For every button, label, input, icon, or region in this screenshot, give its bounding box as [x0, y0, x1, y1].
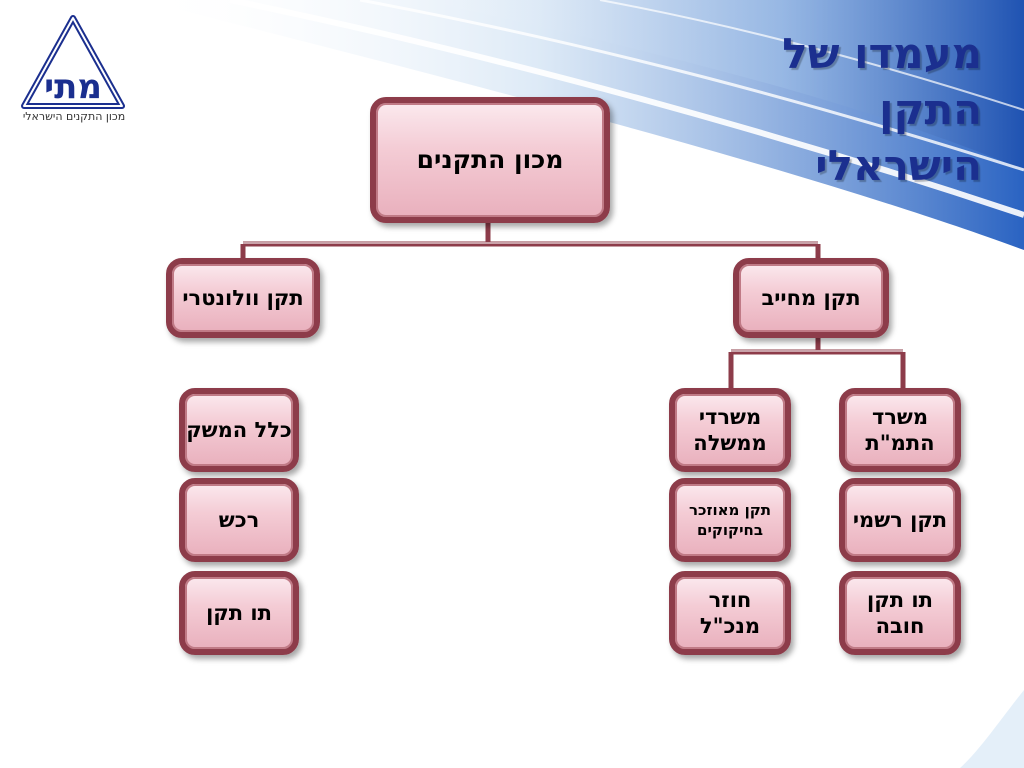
- logo: מתי: [21, 15, 125, 109]
- node-official-standard: תקן רשמי: [839, 478, 961, 562]
- title-line-2: התקן: [879, 85, 982, 134]
- node-dg-circular-label: חוזר מנכ"ל: [699, 588, 761, 638]
- node-mandatory-mark-label: תו תקן חובה: [867, 588, 933, 638]
- node-dg-circular: חוזר מנכ"ל: [669, 571, 791, 655]
- node-root-label: מכון התקנים: [416, 145, 564, 174]
- logo-caption: מכון התקנים הישראלי: [22, 110, 126, 123]
- node-standard-mark-label: תו תקן: [206, 601, 272, 625]
- node-general-economy-label: כלל המשק: [186, 418, 292, 442]
- node-root: מכון התקנים: [370, 97, 610, 223]
- logo-mark-text: מתי: [44, 67, 102, 107]
- node-procurement-label: רכש: [218, 508, 260, 532]
- node-tamat-label: משרד התמ"ת: [865, 405, 935, 455]
- title-line-1: מעמדו של: [782, 29, 982, 78]
- node-general-economy: כלל המשק: [179, 388, 299, 472]
- node-voluntary: תקן וולונטרי: [166, 258, 320, 338]
- node-ministries: משרדי ממשלה: [669, 388, 791, 472]
- node-referenced-standard: תקן מאוזכר בחיקוקים: [669, 478, 791, 562]
- node-mandatory-label: תקן מחייב: [761, 286, 861, 310]
- node-tamat: משרד התמ"ת: [839, 388, 961, 472]
- node-referenced-standard-label: תקן מאוזכר בחיקוקים: [688, 501, 772, 539]
- node-voluntary-label: תקן וולונטרי: [182, 286, 304, 310]
- node-ministries-label: משרדי ממשלה: [693, 405, 767, 455]
- node-standard-mark: תו תקן: [179, 571, 299, 655]
- title-line-3: הישראלי: [815, 141, 982, 190]
- node-mandatory-mark: תו תקן חובה: [839, 571, 961, 655]
- page-title: מעמדו של התקן הישראלי: [722, 26, 982, 194]
- node-procurement: רכש: [179, 478, 299, 562]
- node-mandatory: תקן מחייב: [733, 258, 889, 338]
- node-official-standard-label: תקן רשמי: [852, 508, 948, 532]
